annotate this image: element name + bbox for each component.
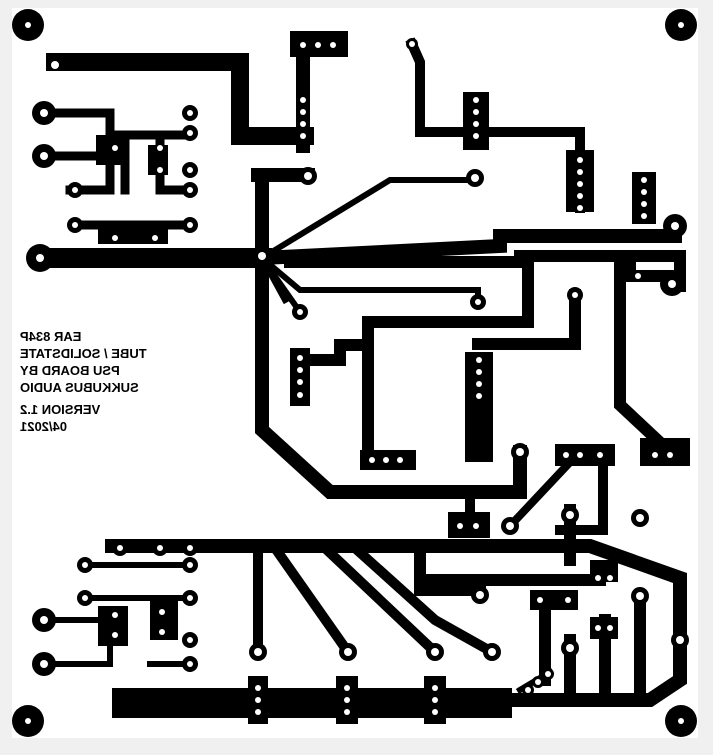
lower-traces [41,504,687,724]
silk-line-3: PSU BOARD BY [20,363,120,378]
silk-line-1: EAR 834P [20,329,82,344]
silk-line-5: VERSION 1.2 [20,402,101,417]
silk-line-2: TUBE / SOLIDSTATE [20,346,147,361]
mounting-holes [12,9,697,737]
pads [26,38,689,715]
silk-line-6: 04/2021 [20,419,67,434]
upper-traces [30,31,690,538]
silk-line-4: SUKKUBUS AUDIO [20,380,139,395]
